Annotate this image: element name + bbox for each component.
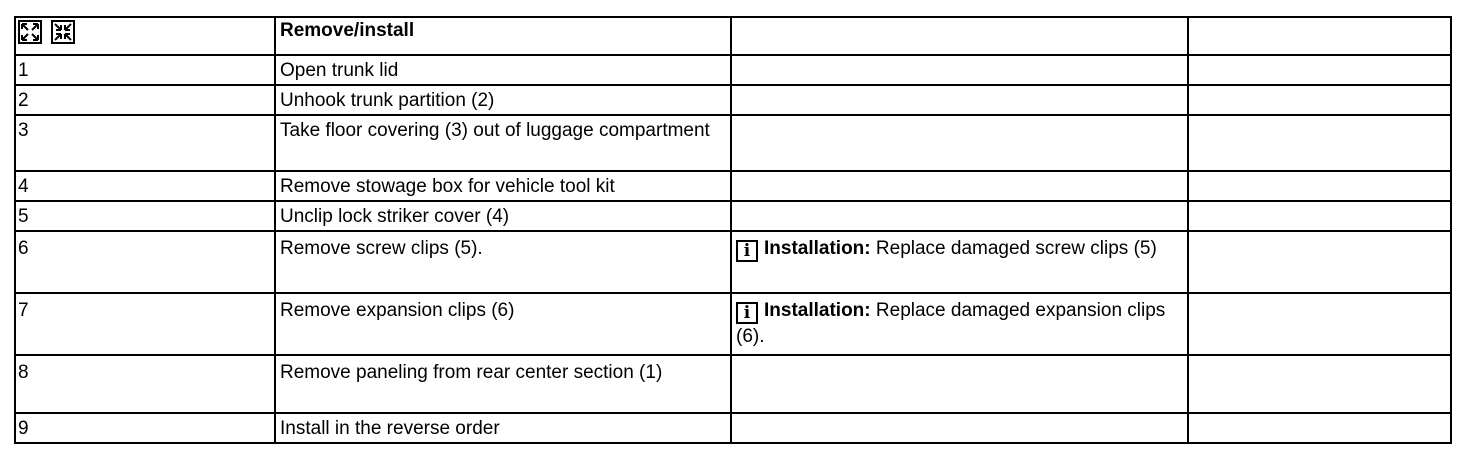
step-extra [1187, 412, 1452, 444]
step-number: 3 [14, 114, 276, 172]
step-extra [1187, 84, 1452, 116]
step-extra [1187, 354, 1452, 414]
procedure-table: Remove/install 1 Open trunk lid 2 Unhook… [14, 16, 1452, 444]
step-extra [1187, 230, 1452, 294]
step-number: 9 [14, 412, 276, 444]
step-number: 2 [14, 84, 276, 116]
step-number: 4 [14, 170, 276, 202]
step-text: Take floor covering (3) out of luggage c… [274, 114, 732, 172]
step-text: Install in the reverse order [274, 412, 732, 444]
note-label: Installation: [764, 238, 871, 259]
step-note [730, 170, 1189, 202]
step-extra [1187, 114, 1452, 172]
step-extra [1187, 54, 1452, 86]
step-text: Unclip lock striker cover (4) [274, 200, 732, 232]
table-row: 1 Open trunk lid [14, 54, 1452, 86]
table-row: 8 Remove paneling from rear center secti… [14, 354, 1452, 414]
step-number: 8 [14, 354, 276, 414]
step-extra [1187, 170, 1452, 202]
step-text: Open trunk lid [274, 54, 732, 86]
info-icon: i [736, 302, 758, 324]
step-number: 5 [14, 200, 276, 232]
note-text: Replace damaged expansion clips (6). [736, 300, 1166, 347]
step-number: 6 [14, 230, 276, 294]
header-extra-cell [1187, 16, 1452, 56]
step-note: i Installation: Replace damaged screw cli… [730, 230, 1189, 294]
step-text: Unhook trunk partition (2) [274, 84, 732, 116]
info-icon: i [736, 240, 758, 262]
header-title: Remove/install [274, 16, 732, 56]
step-note [730, 412, 1189, 444]
header-note-cell [730, 16, 1189, 56]
table-row: 2 Unhook trunk partition (2) [14, 84, 1452, 116]
table-row: 5 Unclip lock striker cover (4) [14, 200, 1452, 232]
step-text: Remove stowage box for vehicle tool kit [274, 170, 732, 202]
step-number: 7 [14, 292, 276, 356]
table-row: 7 Remove expansion clips (6) i Installati… [14, 292, 1452, 356]
step-note [730, 84, 1189, 116]
step-note [730, 200, 1189, 232]
table-row: 4 Remove stowage box for vehicle tool ki… [14, 170, 1452, 202]
collapse-all-icon[interactable] [51, 20, 76, 44]
step-text: Remove paneling from rear center section… [274, 354, 732, 414]
note-text: Replace damaged screw clips (5) [870, 238, 1157, 259]
table-row: 9 Install in the reverse order [14, 412, 1452, 444]
step-note [730, 354, 1189, 414]
table-row: 3 Take floor covering (3) out of luggage… [14, 114, 1452, 172]
table-row: 6 Remove screw clips (5). i Installation:… [14, 230, 1452, 294]
expand-all-icon[interactable] [18, 20, 42, 44]
step-extra [1187, 292, 1452, 356]
step-note [730, 54, 1189, 86]
header-row: Remove/install [14, 16, 1452, 56]
step-extra [1187, 200, 1452, 232]
step-text: Remove expansion clips (6) [274, 292, 732, 356]
step-number: 1 [14, 54, 276, 86]
step-note [730, 114, 1189, 172]
note-label: Installation: [764, 300, 871, 321]
header-icons-cell [14, 16, 276, 56]
step-text: Remove screw clips (5). [274, 230, 732, 294]
step-note: i Installation: Replace damaged expansion… [730, 292, 1189, 356]
